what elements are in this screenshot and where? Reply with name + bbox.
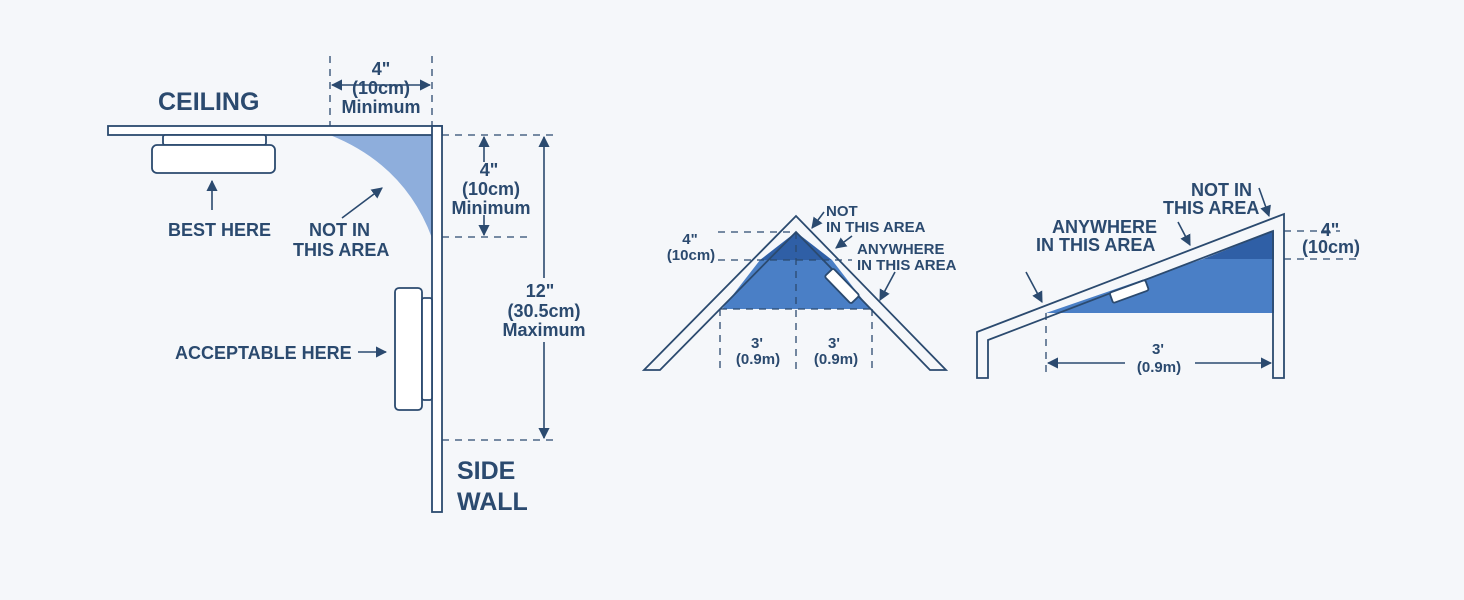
peak-not-in-line2: IN THIS AREA	[826, 219, 926, 236]
sloped-peak-dim-value: 4"	[1321, 220, 1340, 240]
side-wall	[431, 125, 443, 513]
sloped-roof-outline	[976, 212, 1285, 379]
peaked-roof-panel: NOT IN THIS AREA ANYWHERE IN THIS AREA 4…	[641, 203, 957, 372]
right-span-metric: (0.9m)	[814, 351, 858, 368]
ceiling-detector	[151, 144, 276, 174]
sloped-peak-dim-metric: (10cm)	[1302, 237, 1360, 257]
top-dim-metric: (10cm)	[352, 78, 410, 98]
max-dim-value: 12"	[526, 281, 555, 301]
sloped-ceiling-panel: ANYWHERE IN THIS AREA NOT IN THIS AREA 4…	[976, 180, 1362, 379]
left-span-value: 3'	[751, 335, 763, 352]
wall-detector	[394, 287, 423, 411]
not-in-label-line1: NOT IN	[309, 220, 370, 240]
ceiling-label: CEILING	[158, 88, 259, 116]
dead-air-zone	[330, 135, 432, 238]
peaked-roof-outline	[641, 214, 949, 371]
side-dim-value: 4"	[480, 160, 499, 180]
sloped-anywhere-line1: ANYWHERE	[1052, 217, 1157, 237]
sloped-span-metric: (0.9m)	[1137, 359, 1181, 376]
side-dim-metric: (10cm)	[462, 179, 520, 199]
sloped-not-in-line1: NOT IN	[1191, 180, 1252, 200]
sloped-not-in-line2: THIS AREA	[1163, 198, 1259, 218]
sloped-anywhere-line2: IN THIS AREA	[1036, 235, 1155, 255]
acceptable-here-label: ACCEPTABLE HERE	[175, 343, 352, 363]
ceiling-wall-panel: CEILING SIDE WALL BEST HERE ACCEPTABLE H…	[107, 56, 586, 516]
left-span-metric: (0.9m)	[736, 351, 780, 368]
max-dim-note: Maximum	[502, 320, 585, 340]
right-span-value: 3'	[828, 335, 840, 352]
wall-detector-base	[421, 297, 433, 401]
roof-detector	[824, 268, 860, 304]
peak-dim-value: 4"	[682, 231, 697, 248]
peak-dim-metric: (10cm)	[667, 247, 715, 264]
sloped-acceptable-zone	[1046, 259, 1274, 313]
side-wall-label-line2: WALL	[457, 488, 528, 516]
top-dim-note: Minimum	[342, 97, 421, 117]
peak-anywhere-line2: IN THIS AREA	[857, 257, 957, 274]
top-dim-value: 4"	[372, 59, 391, 79]
peak-not-in-line1: NOT	[826, 203, 858, 220]
not-in-label-line2: THIS AREA	[293, 240, 389, 260]
peak-anywhere-line1: ANYWHERE	[857, 241, 945, 258]
side-dim-note: Minimum	[452, 198, 531, 218]
ceiling-detector-base	[162, 134, 267, 146]
side-wall-label-line1: SIDE	[457, 457, 515, 485]
max-dim-metric: (30.5cm)	[507, 301, 580, 321]
ceiling-slab	[107, 125, 443, 136]
sloped-span-value: 3'	[1152, 341, 1164, 358]
sloped-detector	[1109, 279, 1150, 304]
best-here-label: BEST HERE	[168, 220, 271, 240]
